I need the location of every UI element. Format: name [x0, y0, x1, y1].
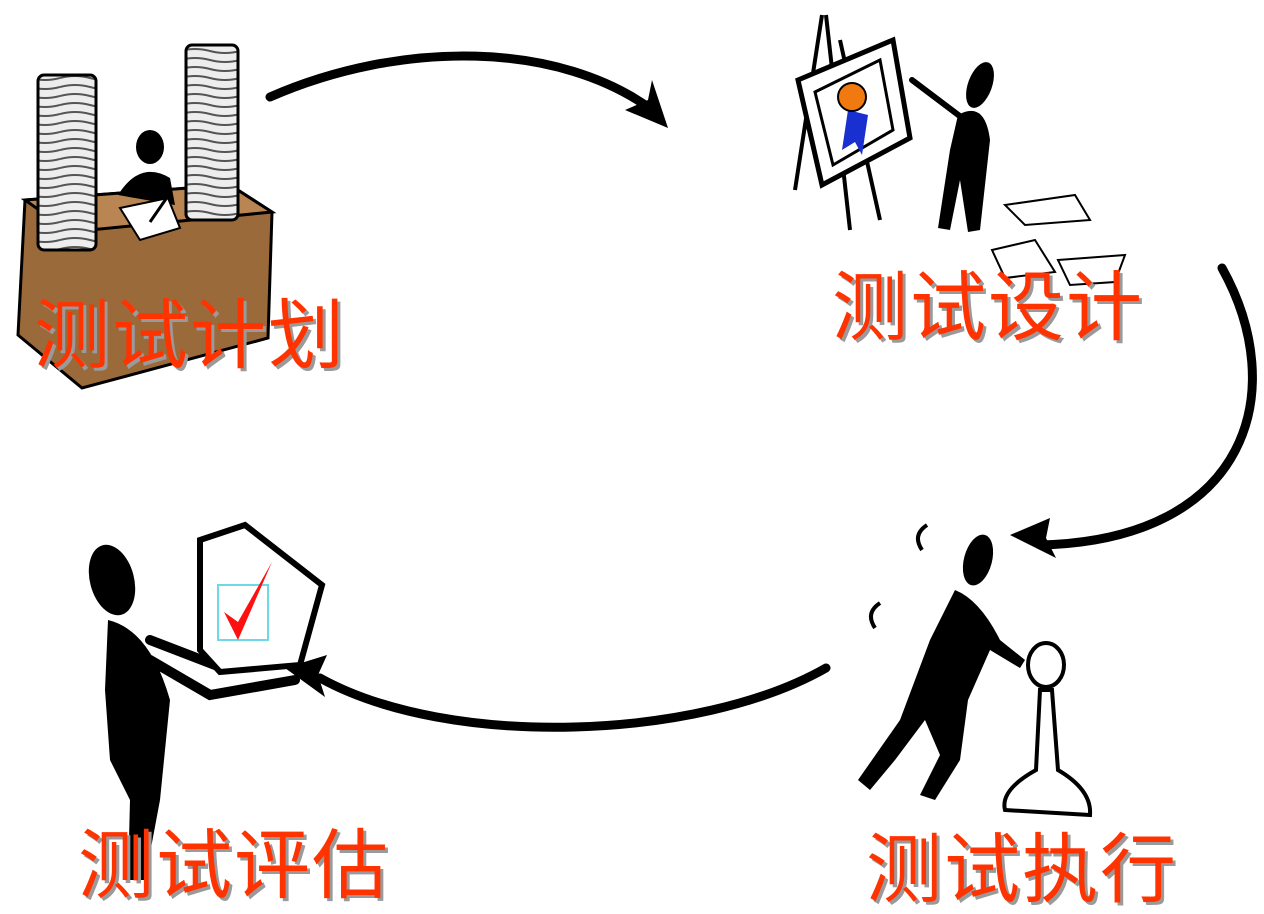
- arrow-design-to-execution: [1010, 263, 1257, 558]
- arrow-execution-to-evaluation: [285, 655, 831, 732]
- stage-label-plan: 测试计划: [34, 291, 346, 380]
- design-easel-illustration: [793, 14, 1127, 287]
- checkbox-icon: [217, 584, 269, 641]
- stage-label-evaluation: 测试评估: [78, 821, 390, 910]
- arrow-plan-to-design: [265, 51, 668, 128]
- execution-pushing-illustration: [858, 523, 1093, 818]
- stage-label-design: 测试设计: [832, 263, 1144, 352]
- planning-desk-illustration: [16, 43, 277, 390]
- stage-label-execution: 测试执行: [866, 825, 1178, 914]
- evaluation-checklist-illustration: [88, 521, 326, 880]
